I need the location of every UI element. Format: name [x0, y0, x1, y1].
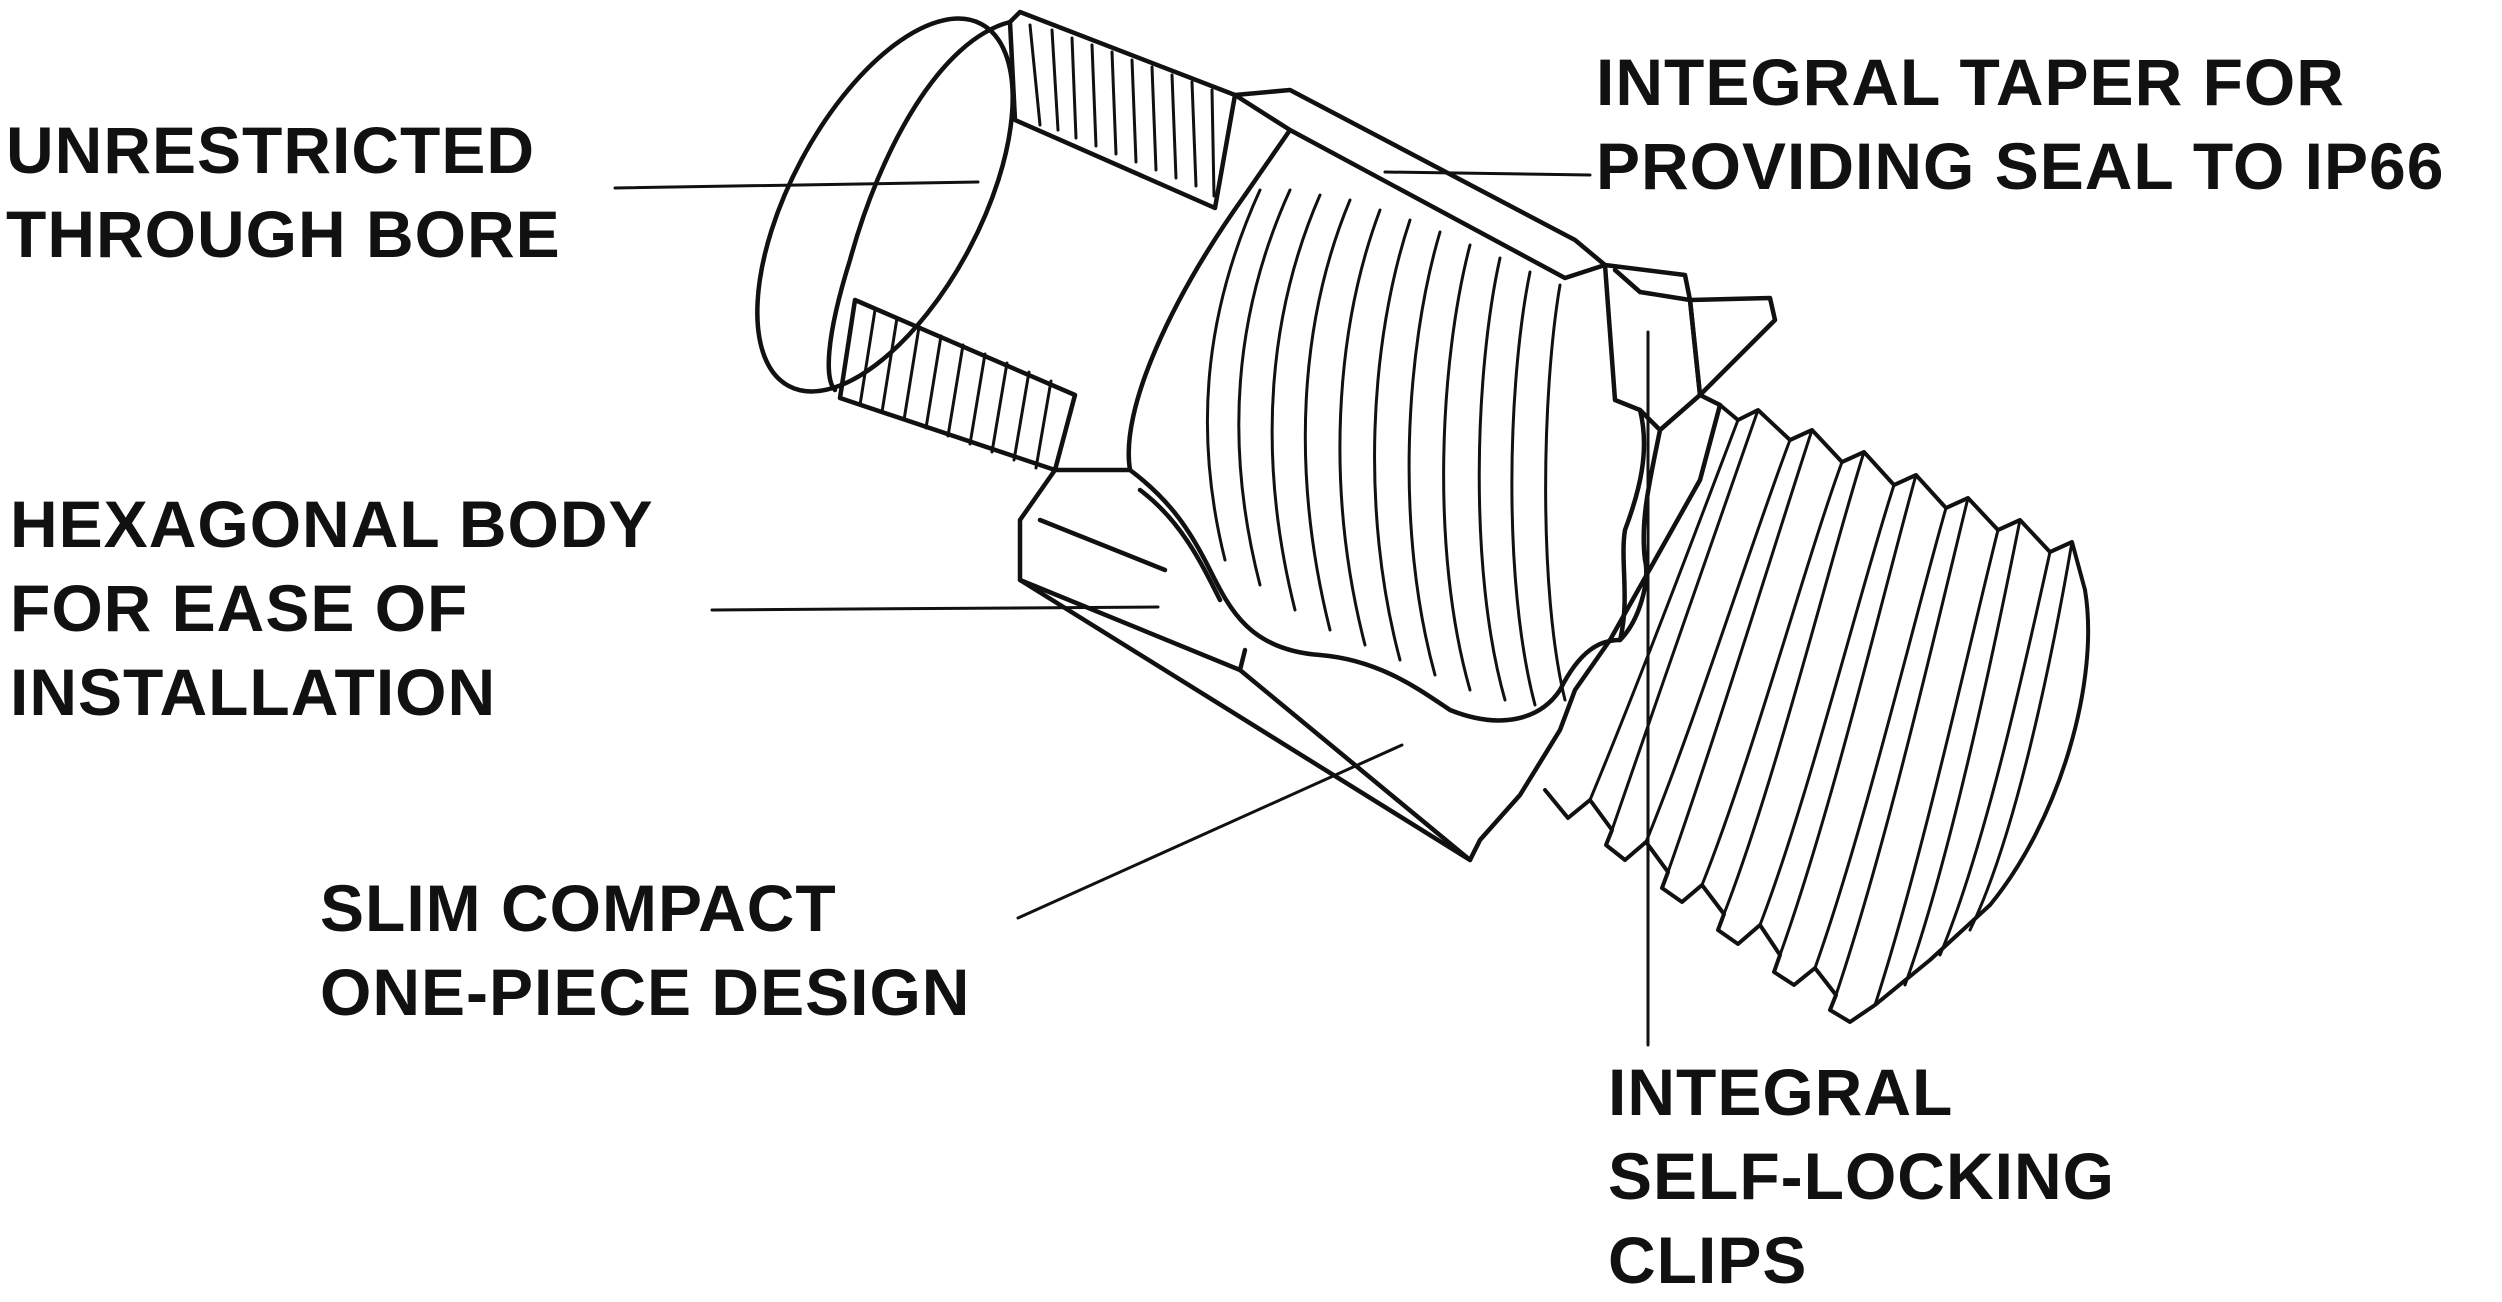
- conduit-ridges: [1588, 408, 2074, 1007]
- label-line: PROVIDING SEAL TO IP66: [1596, 129, 2445, 203]
- label-hexagonal-body: HEXAGONAL BODY FOR EASE OF INSTALLATION: [10, 482, 654, 734]
- cutaway-edge: [1127, 427, 1663, 723]
- upper-threads: [1028, 23, 1216, 198]
- locking-clip: [1602, 262, 1703, 433]
- label-unrestricted-through-bore: UNRESTRICTED THROUGH BORE: [6, 108, 561, 276]
- upper-thread-outline: [1007, 9, 1238, 211]
- conduit-top-outline: [1718, 403, 2087, 592]
- taper-ring: [1232, 87, 1608, 281]
- label-line: SLIM COMPACT: [320, 871, 837, 945]
- label-line: HEXAGONAL BODY: [10, 487, 654, 561]
- label-line: FOR EASE OF: [10, 571, 469, 645]
- core-threads: [1205, 188, 1567, 707]
- leader-slim: [1016, 743, 1404, 920]
- leader-bore: [613, 180, 980, 190]
- label-line: INTEGRAL: [1608, 1055, 1954, 1129]
- label-line: CLIPS: [1608, 1223, 1808, 1297]
- leader-lines: [613, 170, 1650, 1047]
- body-outline: [1017, 192, 1723, 863]
- label-line: THROUGH BORE: [6, 197, 561, 271]
- label-line: INSTALLATION: [10, 655, 497, 729]
- label-line: SELF-LOCKING: [1608, 1139, 2115, 1213]
- lower-threads: [858, 308, 1053, 470]
- threaded-nut: [755, 9, 1238, 473]
- label-line: INTEGRAL TAPER FOR: [1596, 45, 2345, 119]
- conduit-end: [1988, 588, 2091, 907]
- label-line: UNRESTRICTED: [6, 113, 536, 187]
- conduit-bottom-outline: [1543, 788, 1992, 1024]
- label-self-locking-clips: INTEGRAL SELF-LOCKING CLIPS: [1608, 1050, 2115, 1302]
- label-slim-compact-design: SLIM COMPACT ONE-PIECE DESIGN: [320, 866, 970, 1034]
- corrugated-conduit: [1543, 403, 2091, 1024]
- bore-inner-rim: [826, 19, 1013, 393]
- bore-opening: [755, 16, 1015, 394]
- leader-taper: [1383, 170, 1592, 177]
- label-line: ONE-PIECE DESIGN: [320, 955, 971, 1029]
- hexagonal-body: [1017, 87, 1778, 863]
- label-integral-taper: INTEGRAL TAPER FOR PROVIDING SEAL TO IP6…: [1596, 40, 2444, 208]
- leader-hex: [710, 605, 1160, 612]
